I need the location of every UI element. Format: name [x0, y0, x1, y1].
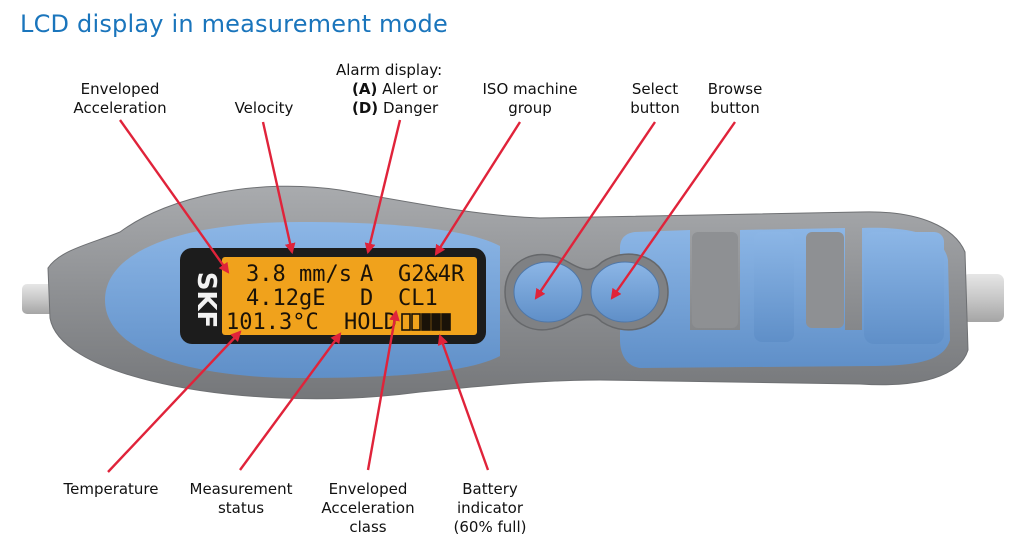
lcd-alert-code: A	[360, 262, 373, 287]
lcd-ea-class: CL1	[398, 286, 438, 311]
left-end-cap	[22, 284, 56, 314]
arrow-browse-button	[610, 121, 736, 300]
arrow-battery	[437, 333, 490, 471]
right-end-cap	[962, 274, 1004, 322]
page-title: LCD display in measurement mode	[20, 10, 448, 38]
battery-segment	[431, 313, 441, 331]
arrow-select-button	[534, 121, 656, 300]
battery-segment	[401, 313, 411, 331]
lcd-enveloped-acceleration-value: 4.12gE	[246, 286, 325, 311]
label-browse-button: Browse button	[707, 80, 763, 117]
lcd-temperature: 101.3°C	[226, 310, 319, 335]
lcd-iso-group: G2&4R	[398, 262, 465, 287]
label-measurement-status: Measurement status	[189, 480, 293, 517]
battery-segment	[411, 313, 421, 331]
label-select-button: Select button	[630, 80, 680, 117]
arrow-iso-group	[434, 121, 522, 256]
label-enveloped-acceleration-class: Enveloped Acceleration class	[321, 480, 415, 536]
lcd-measurement-status: HOLD	[344, 310, 397, 335]
battery-segment	[441, 313, 451, 331]
arrow-ea-class	[366, 309, 400, 471]
lcd-velocity-value: 3.8 mm/s	[246, 262, 352, 287]
arrow-enveloped-acceleration	[119, 119, 230, 274]
select-button[interactable]	[513, 261, 583, 323]
arrow-temperature	[107, 330, 242, 473]
label-velocity: Velocity	[234, 99, 294, 117]
lcd-screen	[222, 257, 477, 335]
battery-segment	[421, 313, 431, 331]
arrow-velocity	[261, 121, 296, 255]
label-alarm-display: Alarm display: (A) Alert or (D) Danger	[336, 61, 443, 117]
label-iso-machine-group: ISO machine group	[482, 80, 578, 117]
skf-logo: SKF	[191, 272, 221, 329]
battery-indicator	[401, 313, 451, 331]
lcd-danger-code: D	[360, 286, 373, 311]
label-enveloped-acceleration: Enveloped Acceleration	[73, 80, 167, 117]
label-battery-indicator: Battery indicator (60% full)	[453, 480, 527, 536]
arrow-alarm	[364, 119, 402, 255]
browse-button[interactable]	[590, 261, 660, 323]
label-temperature: Temperature	[63, 480, 159, 498]
arrow-measurement-status	[239, 332, 342, 471]
